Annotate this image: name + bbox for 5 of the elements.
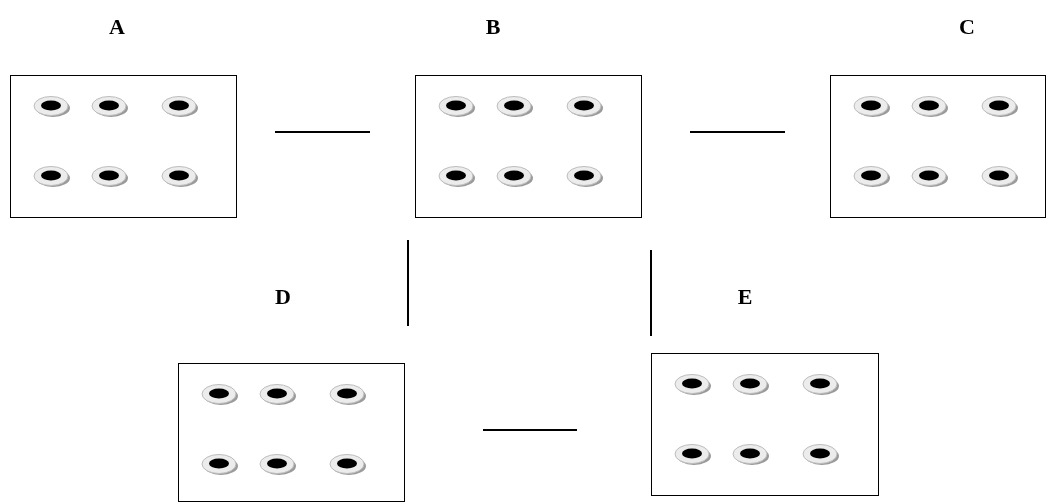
- box-heading: A: [109, 14, 125, 40]
- box-heading: E: [737, 284, 753, 310]
- box-heading: B: [485, 14, 501, 40]
- box-heading: C: [959, 14, 975, 40]
- box-heading: D: [275, 284, 291, 310]
